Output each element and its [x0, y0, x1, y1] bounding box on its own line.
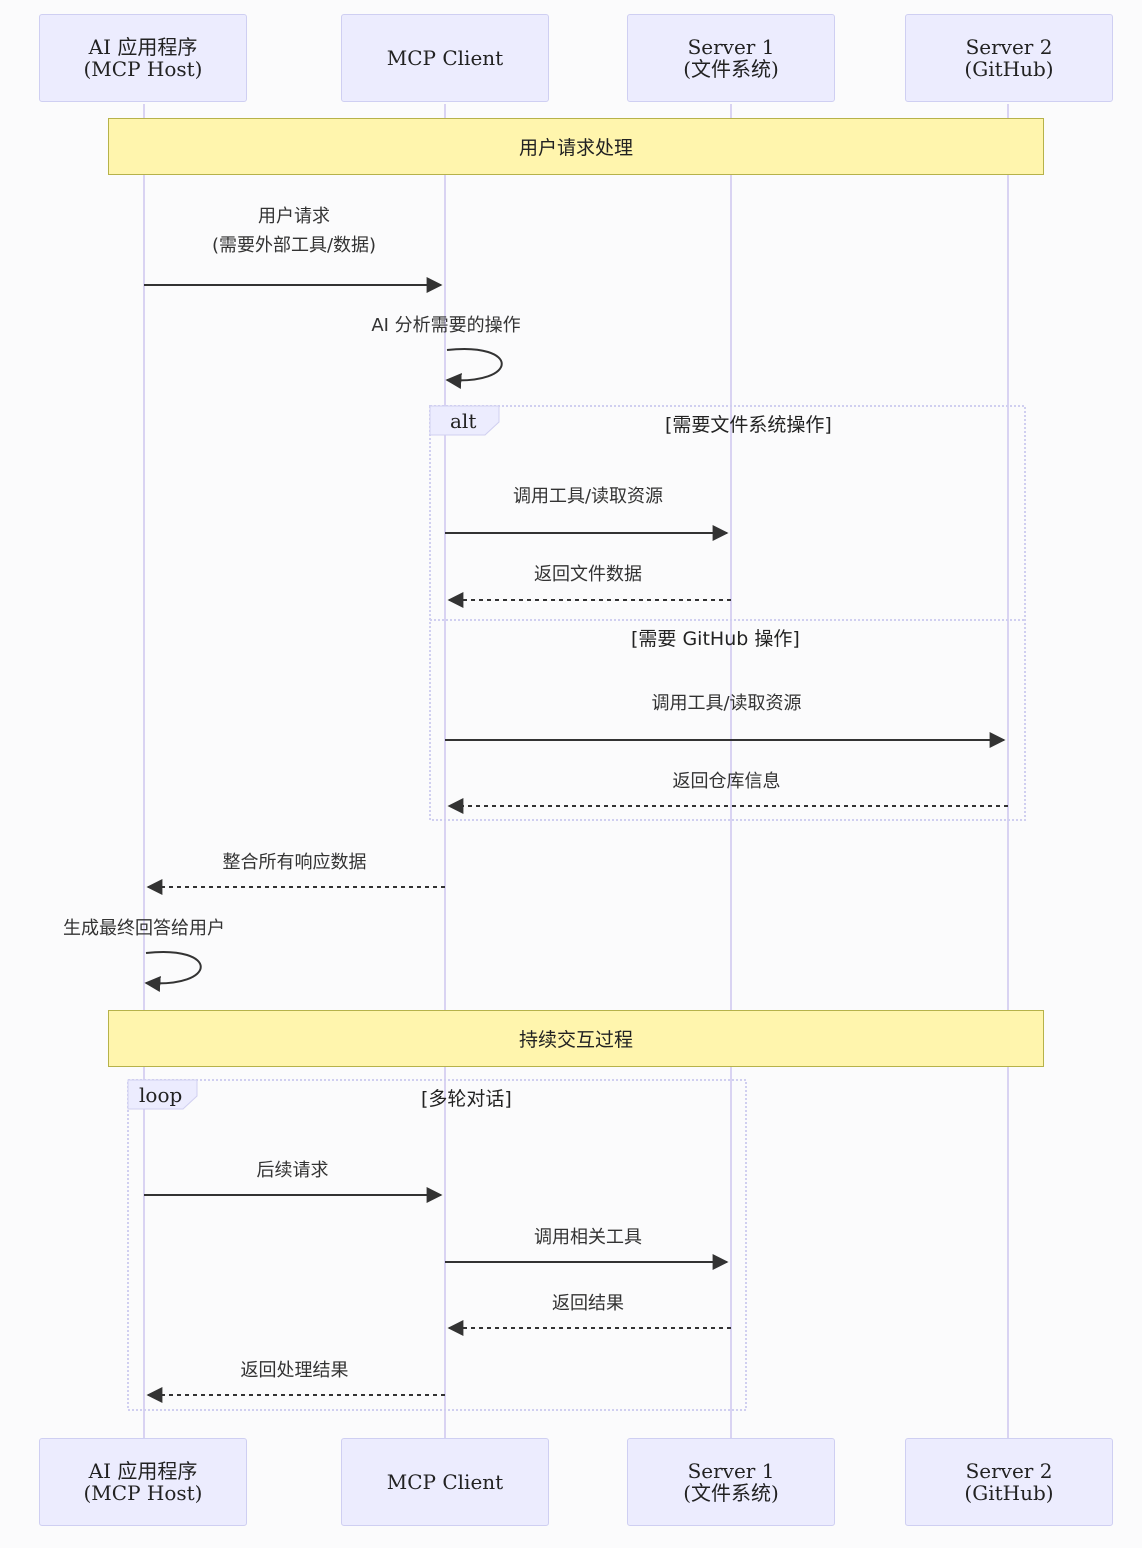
actor-server1-bottom-line2: (文件系统) — [683, 1481, 779, 1505]
actor-server2-top-line2: (GitHub) — [964, 57, 1054, 81]
label-return-file-data: 返回文件数据 — [534, 564, 642, 585]
label-user-request-line2: (需要外部工具/数据) — [211, 235, 377, 256]
actor-host-top-line1: AI 应用程序 — [88, 35, 198, 59]
label-user-request-line1: 用户请求 — [258, 206, 330, 227]
loop-frame-label: loop — [139, 1083, 183, 1107]
alt-frame-label: alt — [450, 409, 477, 433]
alt-frame — [429, 405, 1026, 821]
actor-server1-top: Server 1 (文件系统) — [627, 14, 835, 102]
actor-client-bottom-line1: MCP Client — [386, 1470, 504, 1494]
loop-frame — [127, 1079, 747, 1411]
actor-server1-top-line1: Server 1 — [687, 35, 775, 59]
note-continuous-interaction-text: 持续交互过程 — [518, 1029, 633, 1051]
actor-server2-top-line1: Server 2 — [965, 35, 1053, 59]
arrow-ai-analyze-self — [445, 348, 503, 389]
label-call-tool-github: 调用工具/读取资源 — [651, 693, 802, 714]
actor-server1-top-line2: (文件系统) — [683, 57, 779, 81]
actor-server1-bottom: Server 1 (文件系统) — [627, 1438, 835, 1526]
label-followup-request: 后续请求 — [256, 1160, 329, 1181]
label-merge-responses: 整合所有响应数据 — [222, 852, 367, 873]
note-continuous-interaction: 持续交互过程 — [108, 1010, 1044, 1067]
actor-host-bottom: AI 应用程序 (MCP Host) — [39, 1438, 247, 1526]
note-request-handling-text: 用户请求处理 — [518, 137, 633, 159]
actor-client-top-line1: MCP Client — [386, 46, 504, 70]
actor-client-bottom: MCP Client — [341, 1438, 549, 1526]
actor-server2-bottom-line2: (GitHub) — [964, 1481, 1054, 1505]
actor-host-top-line2: (MCP Host) — [83, 57, 203, 81]
label-return-result: 返回结果 — [552, 1293, 624, 1314]
actor-server2-bottom-line1: Server 2 — [965, 1459, 1053, 1483]
label-return-processed: 返回处理结果 — [240, 1360, 349, 1381]
label-return-repo-info: 返回仓库信息 — [672, 771, 781, 792]
label-ai-analyze: AI 分析需要的操作 — [371, 315, 521, 336]
actor-host-top: AI 应用程序 (MCP Host) — [39, 14, 247, 102]
alt-condition-1: [需要文件系统操作] — [665, 414, 832, 436]
actor-server1-bottom-line1: Server 1 — [687, 1459, 775, 1483]
alt-condition-2: [需要 GitHub 操作] — [631, 628, 800, 650]
actor-client-top: MCP Client — [341, 14, 549, 102]
loop-condition: [多轮对话] — [421, 1088, 512, 1110]
note-request-handling: 用户请求处理 — [108, 118, 1044, 175]
label-call-tool-fs: 调用工具/读取资源 — [512, 486, 664, 507]
actor-host-bottom-line1: AI 应用程序 — [88, 1459, 198, 1483]
arrow-generate-answer-self — [144, 951, 202, 992]
label-user-request: 用户请求 (需要外部工具/数据) — [144, 202, 444, 260]
label-call-related-tool: 调用相关工具 — [534, 1227, 642, 1248]
actor-server2-top: Server 2 (GitHub) — [905, 14, 1113, 102]
actor-host-bottom-line2: (MCP Host) — [83, 1481, 203, 1505]
label-generate-answer: 生成最终回答给用户 — [63, 918, 225, 939]
actor-server2-bottom: Server 2 (GitHub) — [905, 1438, 1113, 1526]
